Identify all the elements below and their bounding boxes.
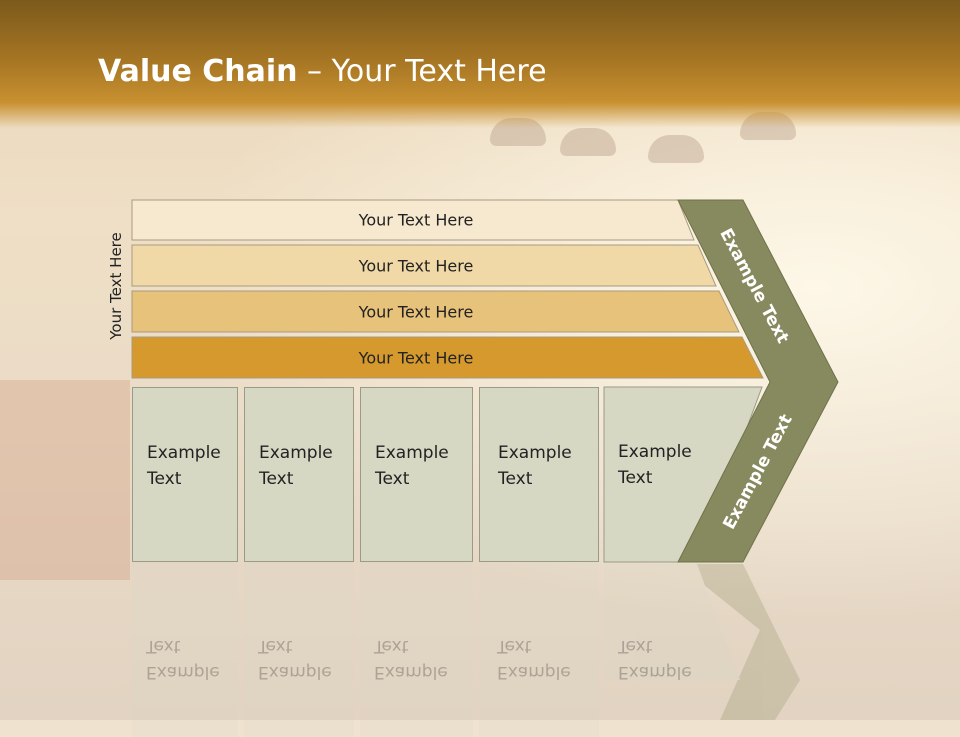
band-3-shape[interactable] [131, 290, 740, 333]
box-5-line2: Text [618, 468, 653, 488]
title-bold: Value Chain [98, 54, 298, 89]
box-4-line2: Text [498, 469, 533, 489]
band-2-shape[interactable] [131, 244, 717, 287]
chevron-reflection [678, 564, 800, 720]
value-chain-shapes [131, 199, 839, 720]
box-5-line1: Example [618, 442, 692, 462]
title-bar: Value Chain – Your Text Here [0, 0, 960, 128]
background-cabinet [0, 380, 130, 580]
box-5[interactable]: Example Text [604, 387, 704, 562]
box-3-line1: Example [375, 443, 449, 463]
box-3-line2: Text [375, 469, 410, 489]
background-lamp [648, 135, 704, 163]
box-2-line2: Text [259, 469, 294, 489]
title-rest: – Your Text Here [297, 54, 547, 89]
chevron-arrow[interactable] [677, 199, 839, 563]
slide-title: Value Chain – Your Text Here [98, 54, 547, 89]
band-4-label: Your Text Here [358, 348, 474, 367]
band-4-shape[interactable] [131, 336, 764, 379]
box-1-line2: Text [147, 469, 182, 489]
box-4-line1: Example [498, 443, 572, 463]
box-3[interactable]: Example Text [360, 387, 473, 562]
box-5-reflection [604, 564, 740, 680]
background-lamp [560, 128, 616, 156]
band-1-label: Your Text Here [358, 210, 474, 230]
band-1-shape[interactable] [131, 199, 695, 241]
box-2-line1: Example [259, 443, 333, 463]
band-3-label: Your Text Here [358, 302, 474, 321]
box-2[interactable]: Example Text [244, 387, 354, 562]
box-1-line1: Example [147, 443, 221, 463]
band-2-label: Your Text Here [358, 256, 474, 275]
reflection-shapes [604, 564, 800, 720]
box-1[interactable]: Example Text [132, 387, 238, 562]
box-4[interactable]: Example Text [479, 387, 599, 562]
